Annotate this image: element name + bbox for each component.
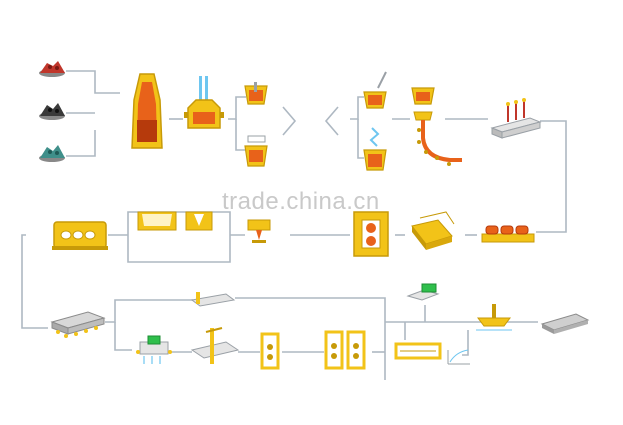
slab-stack-icon — [411, 211, 455, 250]
control-monitor-icon — [406, 283, 440, 301]
tandem-mill-icon — [324, 330, 366, 370]
finished-sheet-icon — [540, 313, 590, 334]
basic-oxygen-furnace-icon — [184, 76, 224, 129]
ladle-icon — [244, 82, 268, 105]
galvanizing-line-icon — [476, 304, 512, 331]
hot-strip-roller-table-icon — [50, 311, 106, 338]
limestone-pile-icon — [39, 145, 65, 162]
walking-beam-furnace-icon — [52, 221, 108, 250]
ladle-furnace-icon — [363, 71, 387, 109]
edger-icon — [247, 219, 271, 243]
finishing-mill-icon — [260, 332, 280, 370]
roughing-mill-icon — [353, 211, 389, 257]
continuous-caster-icon — [411, 87, 462, 166]
temperature-curve-icon — [447, 349, 470, 365]
slab-storage-icon — [481, 225, 535, 243]
watermark-text: trade.china.cn — [222, 188, 380, 215]
connector-lines — [21, 70, 567, 380]
coke-pile-icon — [39, 103, 65, 120]
finishing-stand-icon — [190, 292, 236, 307]
shear-icon — [190, 327, 240, 364]
iron-ore-pile-icon — [39, 61, 65, 77]
reheating-furnace-icon — [137, 211, 213, 231]
ladle-treatment-icon — [244, 135, 268, 167]
slab-cutting-icon — [490, 98, 542, 139]
cooling-control-icon — [136, 335, 172, 364]
vacuum-degasser-icon — [363, 127, 387, 171]
annealing-furnace-icon — [394, 342, 442, 360]
blast-furnace-icon — [131, 73, 163, 149]
